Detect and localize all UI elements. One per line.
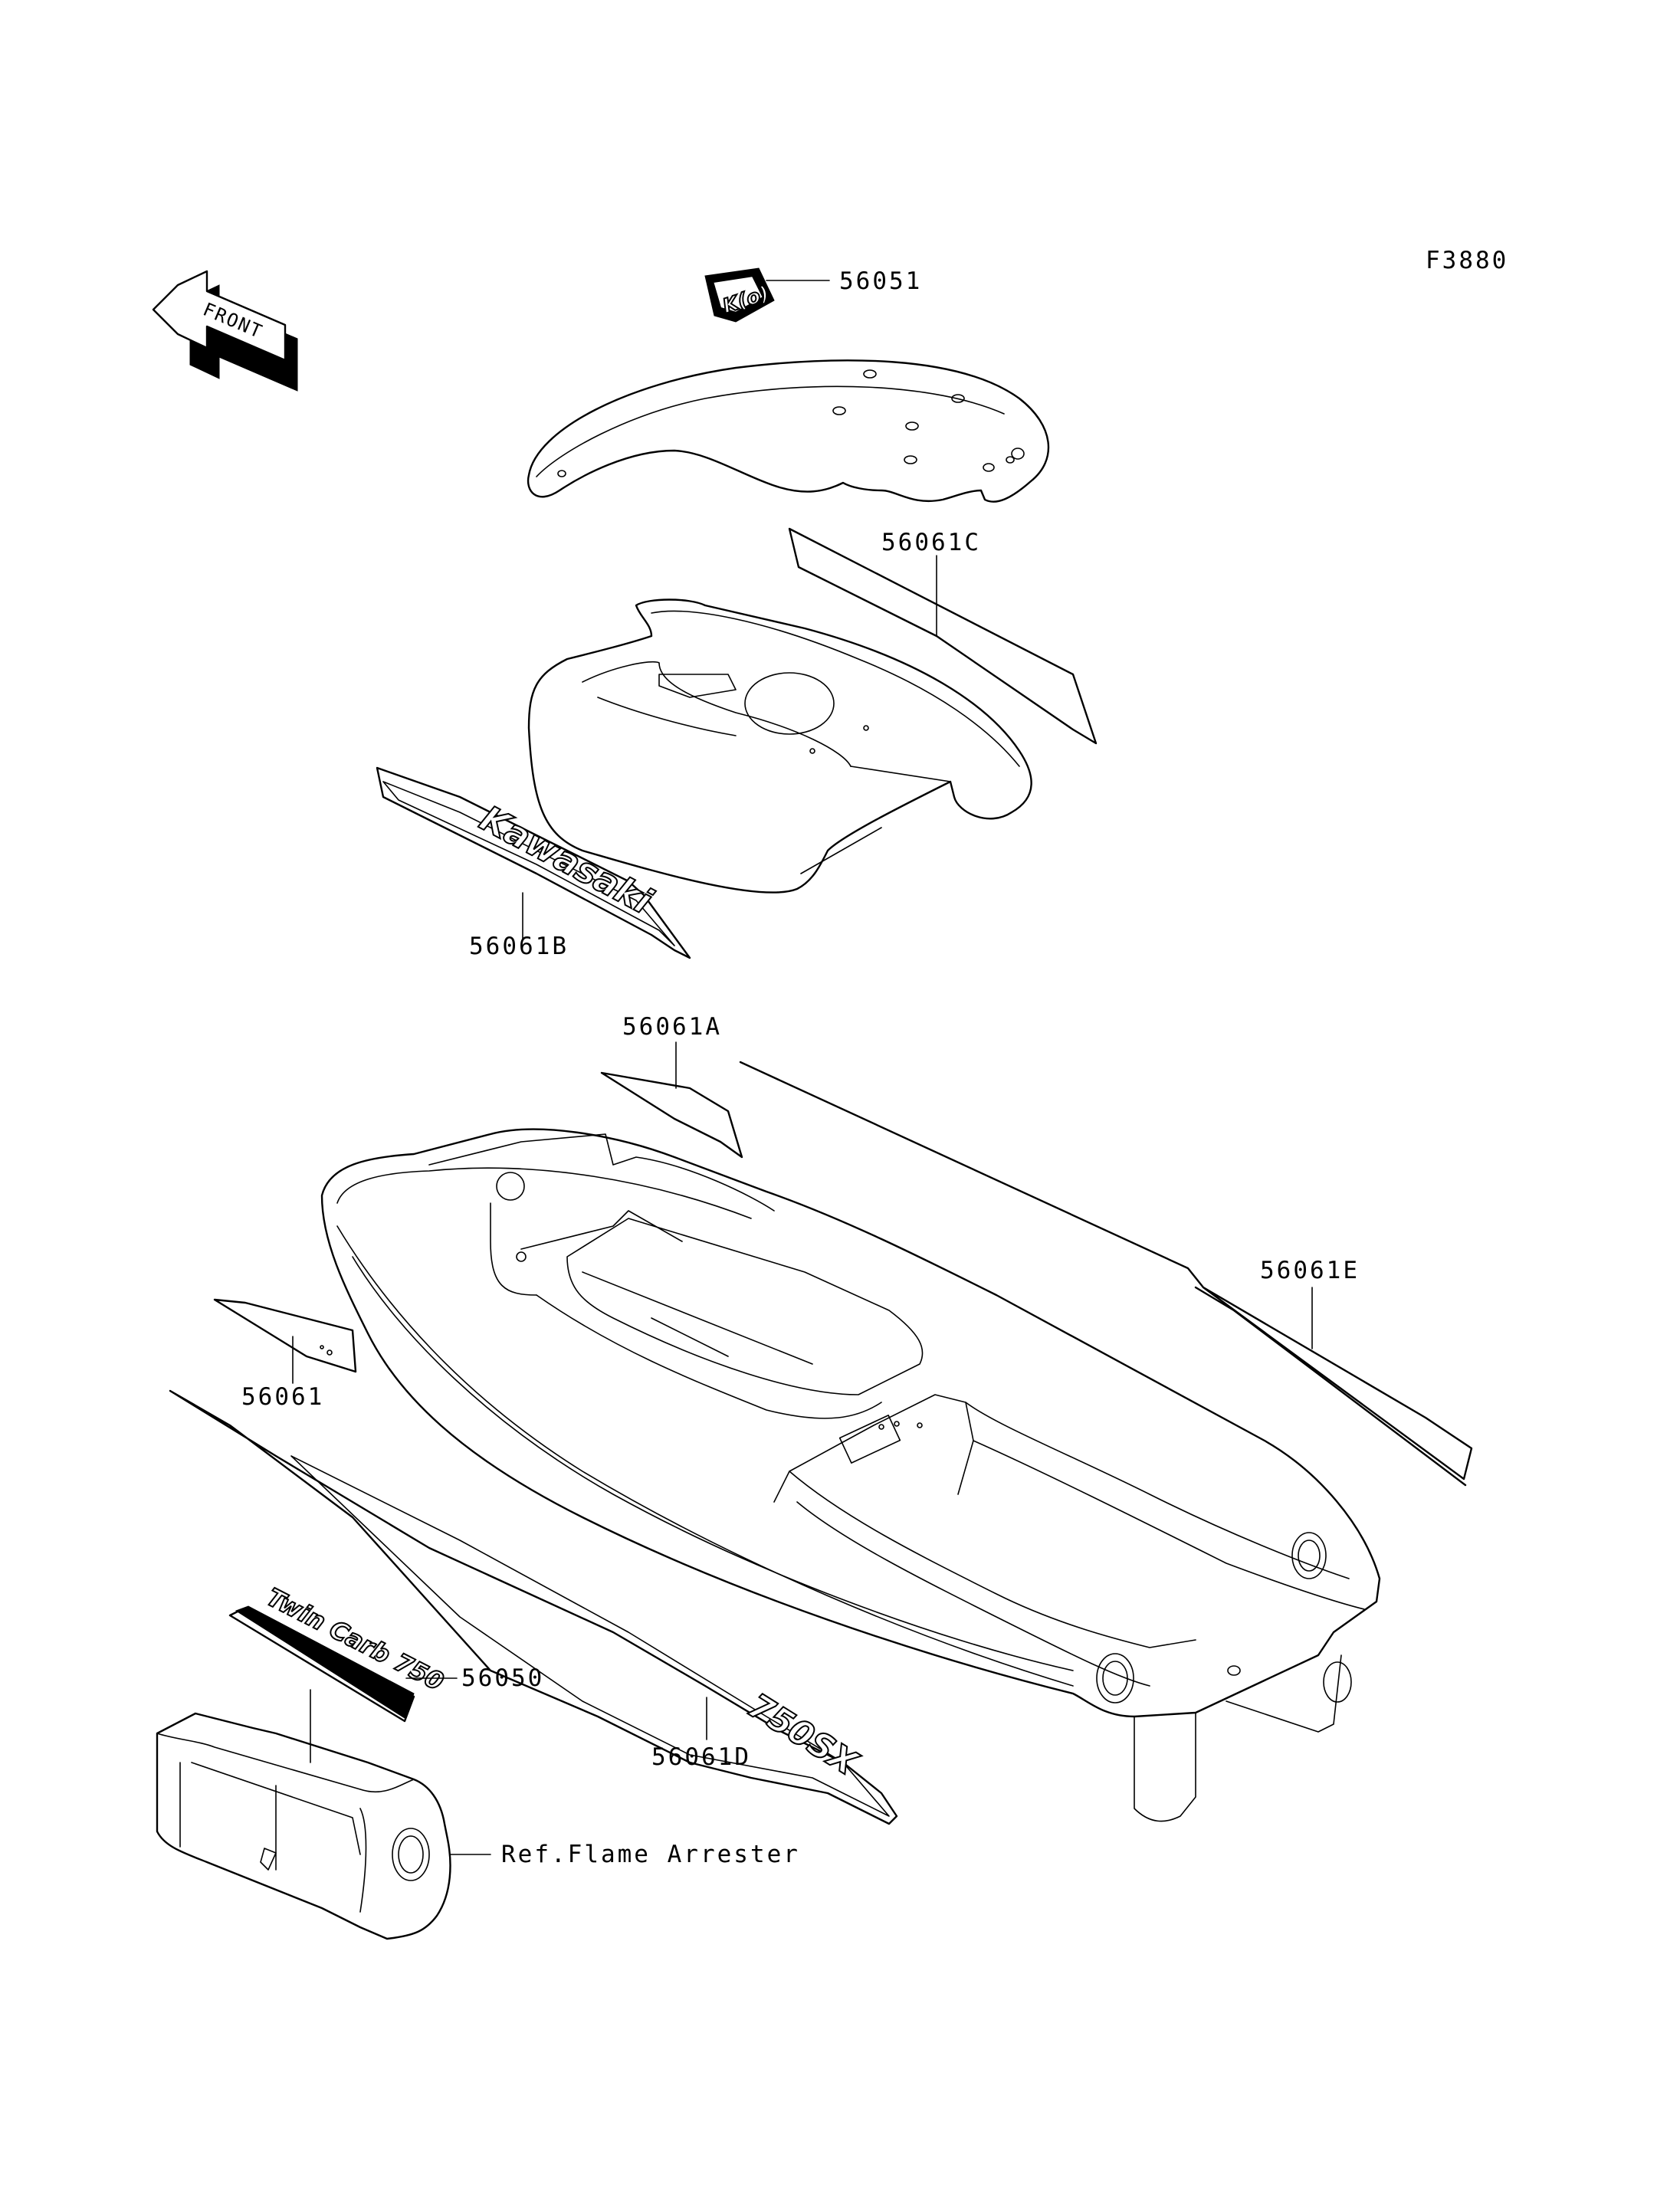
callout-56061D: 56061D	[651, 1743, 751, 1771]
figure-code: F3880	[1426, 247, 1508, 274]
emblem-decal-56051: K(o)	[704, 267, 830, 323]
callout-56061B: 56061B	[469, 933, 569, 960]
callout-ref-flame-arrester: Ref.Flame Arrester	[501, 1841, 800, 1868]
kawasaki-decal-text: Kawasaki	[474, 797, 660, 922]
decal-56061E	[739, 1061, 1473, 1487]
callout-56061C: 56061C	[881, 529, 981, 556]
callout-56050: 56050	[461, 1664, 544, 1692]
flame-arrester-part	[156, 1712, 491, 1940]
callout-56061A: 56061A	[622, 1013, 722, 1041]
callout-56061: 56061	[241, 1383, 324, 1411]
callout-56061E: 56061E	[1260, 1257, 1360, 1284]
hull-part	[320, 1128, 1381, 1822]
decal-56061	[213, 1298, 357, 1384]
decal-56061B: Kawasaki	[376, 766, 691, 959]
hood-cover-part	[527, 359, 1050, 503]
decal-56061A	[600, 1041, 743, 1159]
decal-56050: Twin Carb 750	[228, 1582, 458, 1763]
750sx-decal-text: 750SX	[741, 1686, 865, 1784]
seat-deck-part	[527, 598, 1032, 894]
callout-56051: 56051	[839, 267, 922, 295]
decal-56061C	[788, 527, 1098, 745]
front-arrow-icon: FRONT	[152, 270, 298, 392]
